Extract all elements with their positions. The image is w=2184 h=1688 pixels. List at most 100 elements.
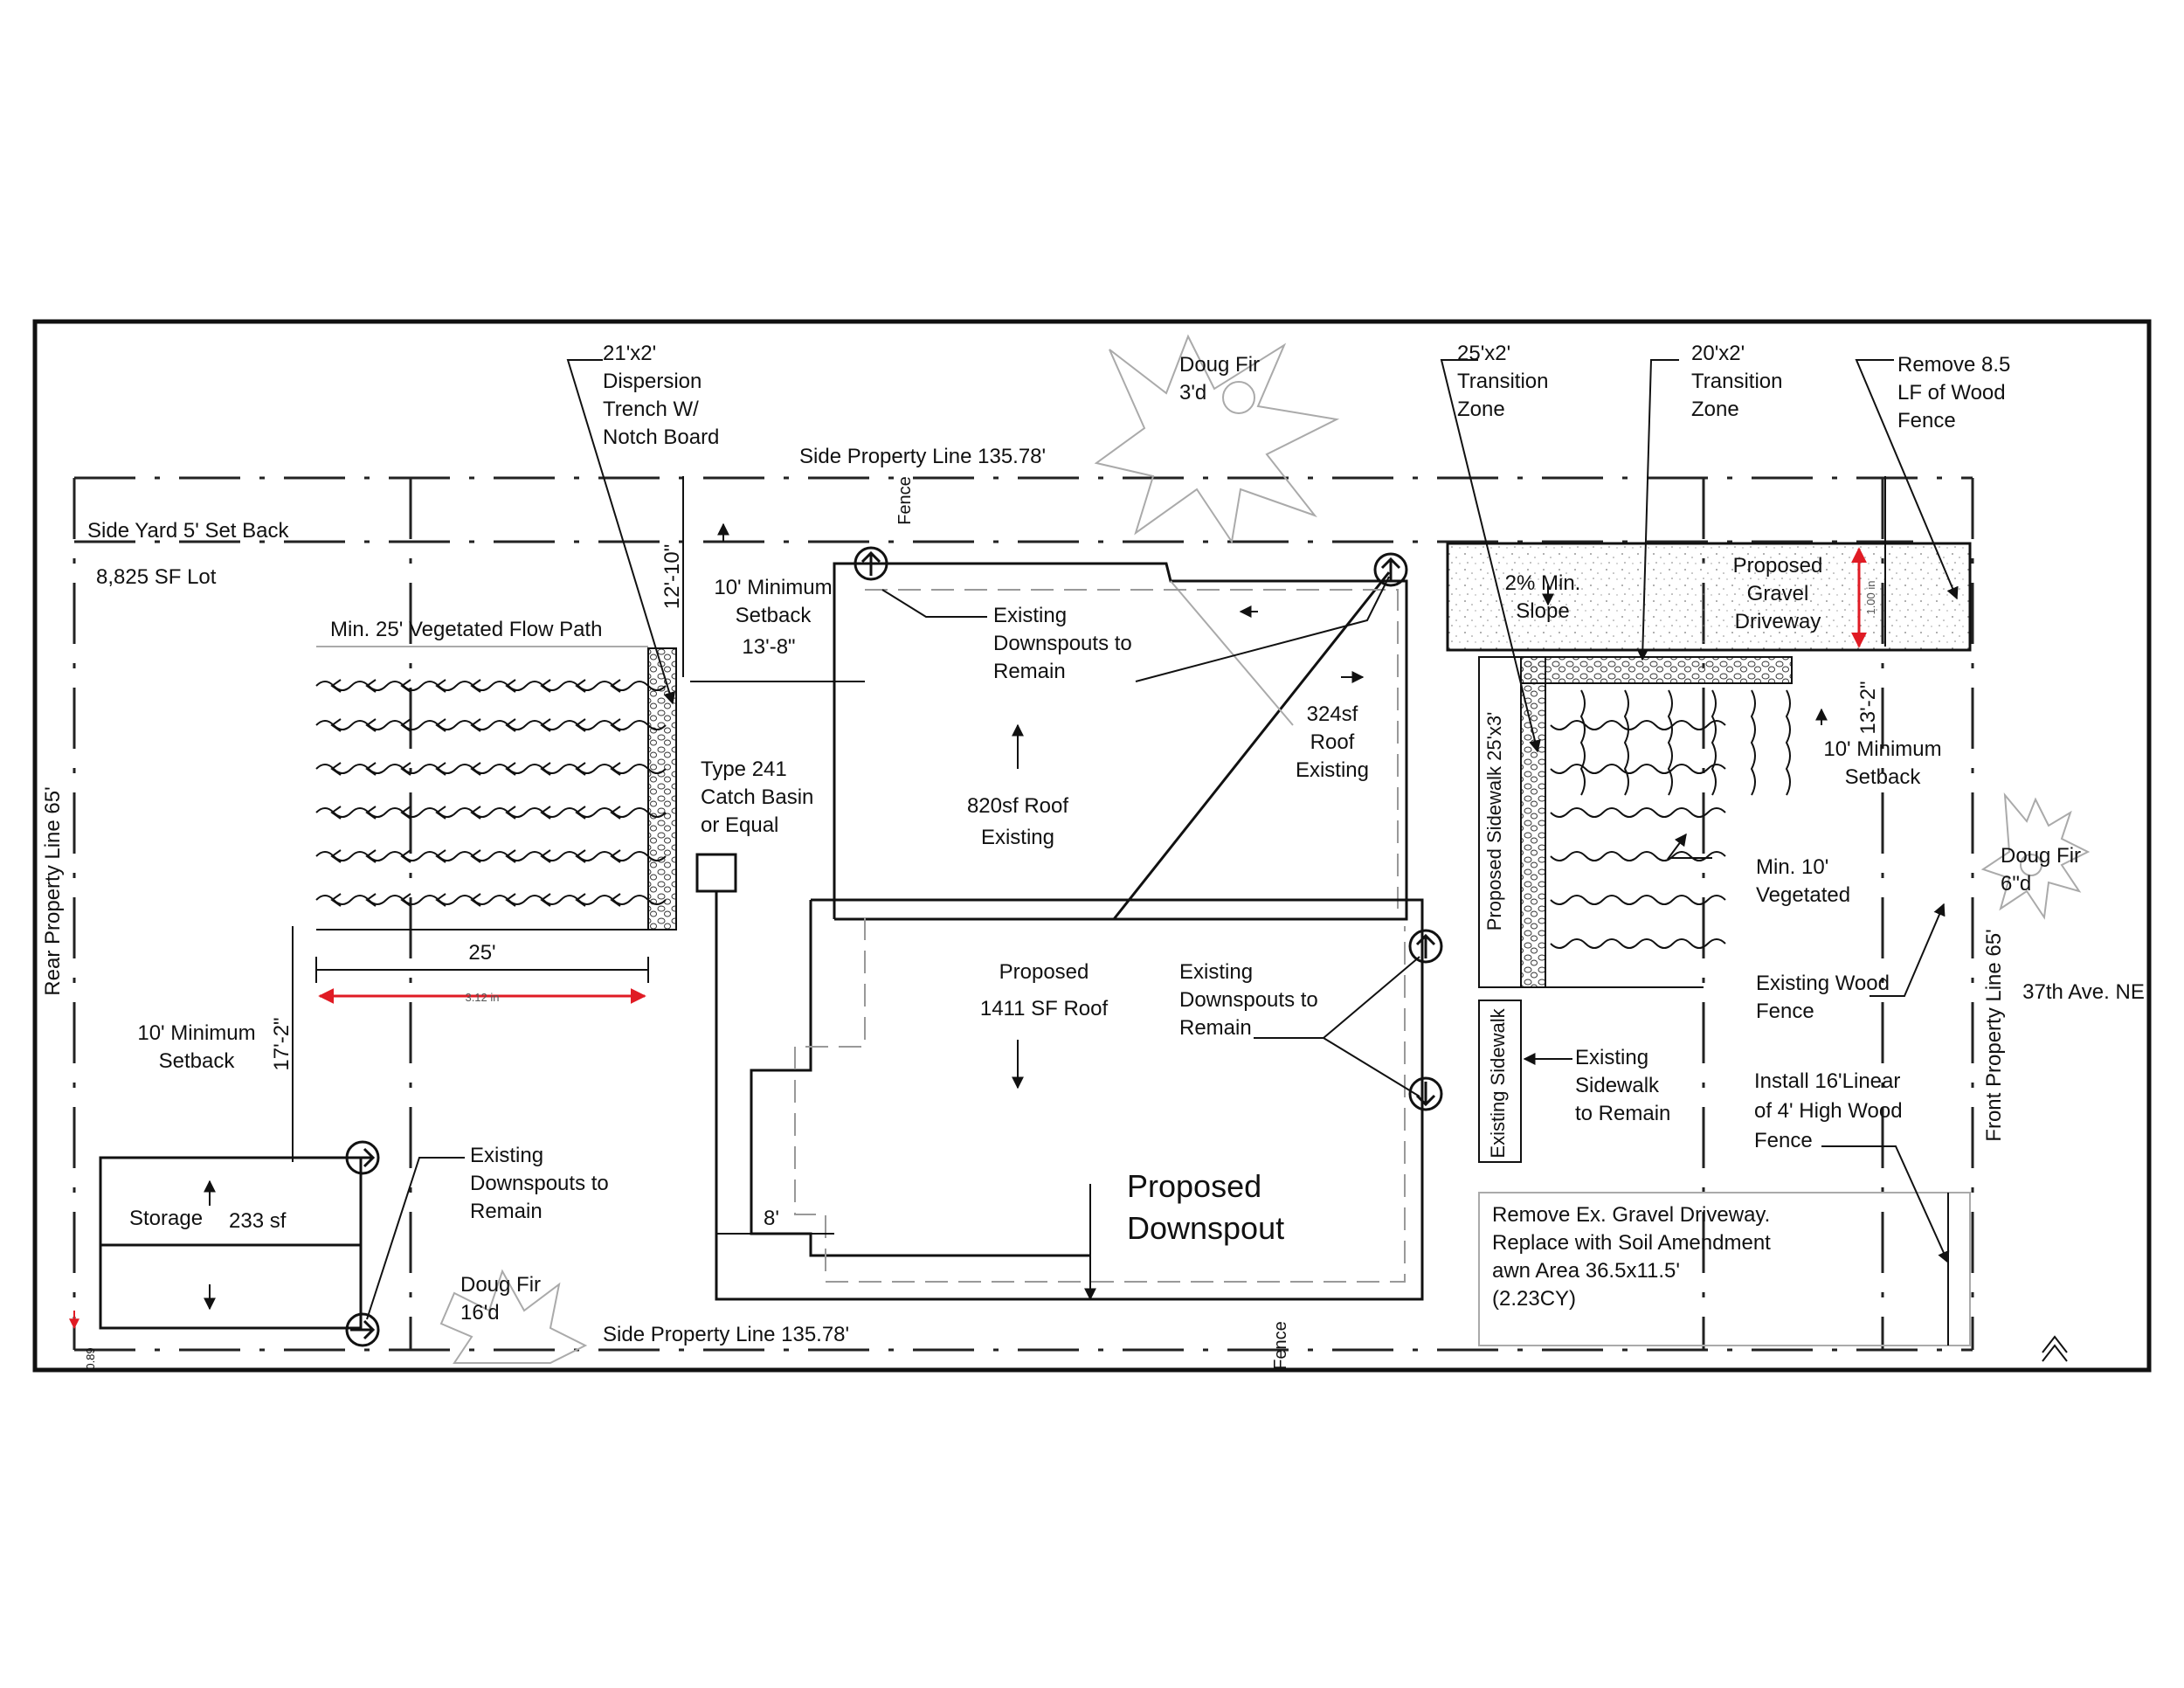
flow-chevron — [435, 893, 446, 907]
flow-chevron — [365, 806, 377, 820]
flow-chevron — [435, 806, 446, 820]
label-dim-17-2: 17'-2" — [270, 1017, 294, 1070]
veg-flow-line — [1623, 689, 1629, 796]
flow-chevron — [435, 679, 446, 693]
label-flow-path: Min. 25' Vegetated Flow Path — [330, 618, 602, 641]
flow-chevron — [470, 762, 481, 776]
flow-line — [315, 895, 667, 905]
circle-arrow-icon — [854, 546, 888, 581]
label-storage: Storage — [129, 1207, 203, 1230]
flow-chevron — [400, 718, 411, 732]
flow-chevron — [610, 762, 621, 776]
vegetated-flow-path — [315, 646, 677, 930]
leader-lines — [292, 359, 1959, 1320]
drawing-frame — [32, 319, 2152, 1373]
flow-chevron — [435, 849, 446, 863]
flow-chevron — [505, 806, 516, 820]
veg-flow-line — [1579, 689, 1586, 796]
flow-chevron — [330, 762, 342, 776]
flow-chevron — [470, 806, 481, 820]
flow-line — [315, 681, 667, 691]
label-slope: 2% Min.Slope — [1505, 571, 1581, 623]
flow-chevron — [575, 762, 586, 776]
circle-arrow-icon — [345, 1140, 380, 1175]
flow-chevron — [575, 849, 586, 863]
flow-chevron — [470, 679, 481, 693]
flow-chevron — [610, 893, 621, 907]
flow-chevron — [505, 679, 516, 693]
catch-basin — [695, 853, 737, 893]
flow-chevron — [540, 849, 551, 863]
label-proposed-sidewalk: Proposed Sidewalk 25'x3' — [1483, 712, 1505, 931]
veg-flow-line — [1550, 764, 1726, 774]
veg-flow-line — [1550, 807, 1726, 818]
flow-chevron — [540, 762, 551, 776]
veg-flow-line — [1550, 851, 1726, 861]
label-street: 37th Ave. NE — [2022, 980, 2145, 1004]
label-dim-small: 0.89 — [84, 1347, 97, 1369]
label-dim-312in: 3.12 in — [465, 991, 499, 1004]
flow-chevron — [365, 762, 377, 776]
transition-zone-20 — [1520, 656, 1793, 684]
flow-chevron — [400, 762, 411, 776]
circle-arrow-icon — [1373, 552, 1408, 587]
flow-chevron — [400, 806, 411, 820]
label-front-property: Front Property Line 65' — [1982, 929, 2006, 1141]
label-existing-sidewalk-vert: Existing Sidewalk — [1487, 1007, 1509, 1158]
storage-building — [99, 1156, 363, 1330]
veg-flow-line — [1711, 689, 1717, 796]
flow-chevron — [575, 679, 586, 693]
veg-flow-line — [1667, 689, 1673, 796]
drain-pipe — [715, 891, 1090, 1301]
tree-doug-fir-top — [1094, 334, 1340, 544]
label-dim-12-10: 12'-10" — [660, 544, 684, 609]
flow-chevron — [505, 849, 516, 863]
flow-chevron — [540, 893, 551, 907]
flow-chevron — [435, 762, 446, 776]
flow-chevron — [610, 849, 621, 863]
label-lot: 8,825 SF Lot — [96, 565, 217, 589]
veg-flow-line — [1785, 689, 1791, 796]
label-fence-top: Fence — [895, 476, 915, 525]
veg-flow-line — [1550, 895, 1726, 905]
proposed-driveway — [1446, 542, 1972, 652]
circle-arrow-icon — [345, 1312, 380, 1347]
flow-chevron — [330, 679, 342, 693]
label-dim-25: 25' — [468, 941, 495, 965]
flow-chevron — [505, 762, 516, 776]
label-side-property-top: Side Property Line 135.78' — [799, 445, 1046, 468]
downspout-markers — [345, 546, 1443, 1347]
transition-zone-25 — [1520, 656, 1546, 988]
label-dim-13-2: 13'-2" — [1856, 681, 1880, 734]
flow-chevron — [330, 893, 342, 907]
flow-chevron — [575, 718, 586, 732]
label-side-yard: Side Yard 5' Set Back — [87, 519, 289, 543]
flow-chevron — [610, 718, 621, 732]
flow-chevron — [470, 718, 481, 732]
label-storage-sf: 233 sf — [229, 1209, 287, 1233]
flow-chevron — [540, 679, 551, 693]
existing-roof — [833, 562, 1408, 921]
circle-arrow-icon — [1408, 1076, 1443, 1111]
label-fence-bottom: Fence — [1271, 1321, 1290, 1370]
flow-line — [315, 807, 667, 818]
flow-chevron — [575, 806, 586, 820]
